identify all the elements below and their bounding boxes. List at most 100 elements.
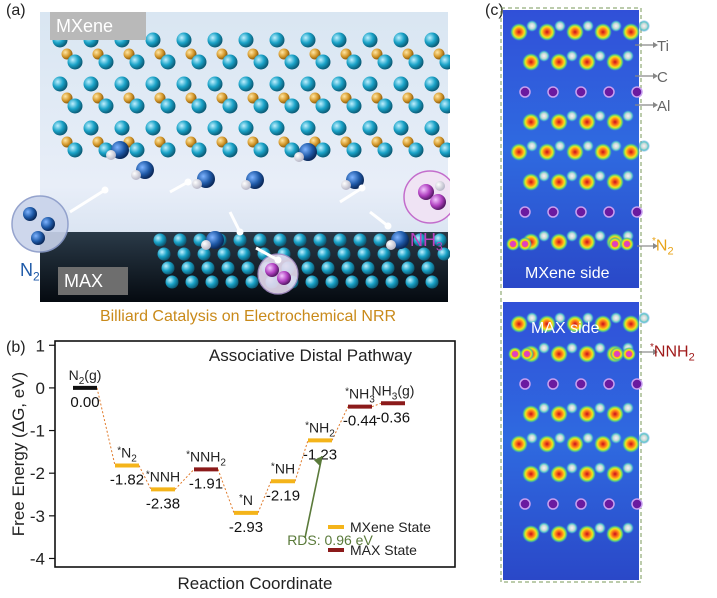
step-label: N2(g)	[69, 367, 102, 387]
titanium-atom	[83, 76, 99, 92]
ti-spot	[610, 432, 622, 444]
bubble-n-atom	[23, 207, 37, 221]
rds-annotation: RDS: 0.96 eV	[287, 532, 373, 548]
nnh2-adsorbate-sub: 2	[688, 351, 695, 364]
ti-spot	[594, 50, 606, 62]
c-spot	[578, 405, 596, 423]
bubble-atoms	[23, 181, 446, 285]
c-spot	[606, 53, 624, 71]
adsorbate-core	[522, 241, 528, 247]
titanium-atom	[346, 98, 362, 114]
nh3-label-main: NH	[410, 230, 436, 250]
ti-spot	[526, 432, 538, 444]
billiard-arrow	[339, 186, 363, 204]
max-atom	[317, 247, 331, 261]
titanium-atom	[331, 32, 347, 48]
panel-a-schematic: (a)	[6, 2, 450, 337]
al-spot	[575, 498, 587, 510]
al-spot	[603, 498, 615, 510]
arrow-head	[236, 228, 244, 236]
label-pointers	[635, 42, 658, 355]
c-spot	[550, 173, 568, 191]
titanium-atom	[160, 98, 176, 114]
step-value-label: -1.91	[189, 475, 223, 492]
max-atom	[361, 261, 375, 275]
titanium-atom	[238, 76, 254, 92]
step-connector	[371, 402, 382, 408]
c-spot	[522, 53, 540, 71]
max-atom	[341, 261, 355, 275]
titanium-atom	[439, 98, 450, 114]
max-atom	[165, 275, 179, 289]
y-tick-label: -1	[30, 422, 45, 441]
ti-spot	[566, 522, 578, 534]
ti-spot	[554, 432, 566, 444]
max-atom	[377, 247, 391, 261]
titanium-atom	[362, 76, 378, 92]
titanium-atom	[191, 98, 207, 114]
max-atom	[385, 275, 399, 289]
max-atom	[321, 261, 335, 275]
c-spot	[566, 315, 584, 333]
ti-spot	[538, 230, 550, 242]
max-atom	[417, 247, 431, 261]
titanium-atom	[300, 120, 316, 136]
ti-spot	[610, 20, 622, 32]
step-label: *NNH	[146, 468, 180, 484]
ti-spot	[566, 110, 578, 122]
max-atom	[205, 275, 219, 289]
ti-spot	[582, 20, 594, 32]
billiard-arrow	[69, 188, 106, 214]
max-atom	[357, 247, 371, 261]
max-atom	[397, 247, 411, 261]
c-spot	[578, 345, 596, 363]
c-spot	[550, 465, 568, 483]
titanium-atom	[160, 142, 176, 158]
max-atom	[353, 233, 367, 247]
hydrogen-atom	[294, 152, 304, 162]
c-spot	[522, 465, 540, 483]
titanium-atom	[191, 142, 207, 158]
c-spot	[522, 173, 540, 191]
ti-spot	[538, 110, 550, 122]
al-spot	[631, 498, 643, 510]
titanium-atom	[408, 142, 424, 158]
ti-spot	[566, 230, 578, 242]
step-value-label: -1.82	[110, 472, 144, 489]
ti-spot	[582, 140, 594, 152]
hydrogen-atom	[201, 240, 211, 250]
panel-b-label: (b)	[6, 339, 26, 356]
ti-spot	[538, 342, 550, 354]
ti-spot	[566, 462, 578, 474]
titanium-atom	[67, 54, 83, 70]
ti-spot	[566, 342, 578, 354]
max-atom	[337, 247, 351, 261]
max-atom	[181, 261, 195, 275]
titanium-atom	[67, 142, 83, 158]
max-atom	[413, 233, 427, 247]
adsorbate-core	[626, 351, 632, 357]
max-atom	[313, 233, 327, 247]
c-spot	[538, 315, 556, 333]
c-spot	[510, 435, 528, 453]
c-spot	[522, 525, 540, 543]
intermediate-bubble	[257, 253, 299, 295]
ti-spot	[622, 402, 634, 414]
ti-spot	[566, 170, 578, 182]
titanium-atom	[52, 120, 68, 136]
c-spot	[522, 113, 540, 131]
ti-spot	[622, 50, 634, 62]
ti-spot	[538, 50, 550, 62]
max-lattice	[153, 233, 450, 289]
titanium-atom	[207, 76, 223, 92]
step-label: *NNH2	[186, 448, 226, 468]
adsorbate-core	[524, 351, 530, 357]
ti-spot	[638, 20, 650, 32]
titanium-atom	[222, 54, 238, 70]
legend-label: MXene State	[350, 519, 431, 535]
step-connector	[96, 387, 116, 466]
titanium-atom	[129, 142, 145, 158]
max-atom	[273, 233, 287, 247]
ti-spot	[538, 462, 550, 474]
titanium-atom	[207, 120, 223, 136]
